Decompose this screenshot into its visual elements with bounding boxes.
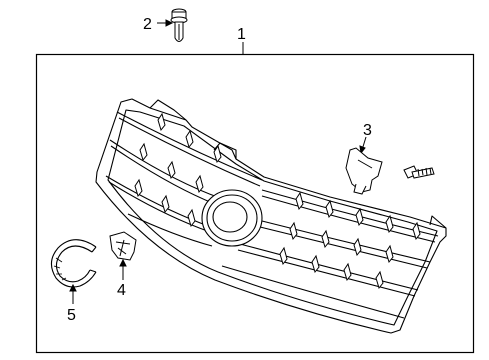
grille-emblem <box>201 189 263 247</box>
grille-slat-3b <box>108 181 211 233</box>
grille-slat-8 <box>221 265 405 319</box>
grille-slat-4 <box>127 213 213 247</box>
leader-3-arrow <box>359 145 366 155</box>
grille-inner-bezel <box>107 109 438 326</box>
grille-tab-right <box>429 215 447 229</box>
grille-outer-bezel <box>95 98 447 334</box>
grille-slat-5b <box>261 195 436 243</box>
callout-1: 1 <box>237 26 246 43</box>
callout-5: 5 <box>67 307 76 324</box>
leader-lines <box>69 19 367 304</box>
diagram-frame <box>35 53 475 354</box>
bolt <box>403 165 435 179</box>
grille-slat-3 <box>105 175 209 227</box>
grille-slat-6b <box>255 225 428 269</box>
grille-slat-2 <box>109 139 221 199</box>
grille-slat-7b <box>237 249 416 297</box>
grille-tab-center <box>213 142 237 159</box>
leader-2-arrow <box>165 19 174 27</box>
grille-assembly <box>95 98 447 334</box>
grille-slat-6 <box>257 219 431 263</box>
grille-slat-1b <box>118 117 261 187</box>
grille-clips <box>134 112 421 290</box>
push-pin-retainer <box>170 8 188 42</box>
grille-slat-1 <box>116 111 263 181</box>
grille-slat-2b <box>110 145 216 205</box>
grille-slat-7 <box>239 243 419 291</box>
callout-3: 3 <box>363 122 372 139</box>
grille-slat-5 <box>261 189 439 237</box>
seal-ring <box>50 239 97 288</box>
retaining-clip <box>109 231 137 261</box>
leader-4-arrow <box>119 258 127 267</box>
grille-tab-left <box>149 99 187 121</box>
mounting-bracket <box>345 147 383 195</box>
callout-2: 2 <box>143 16 152 33</box>
leader-5-arrow <box>69 283 77 292</box>
callout-4: 4 <box>117 282 126 299</box>
